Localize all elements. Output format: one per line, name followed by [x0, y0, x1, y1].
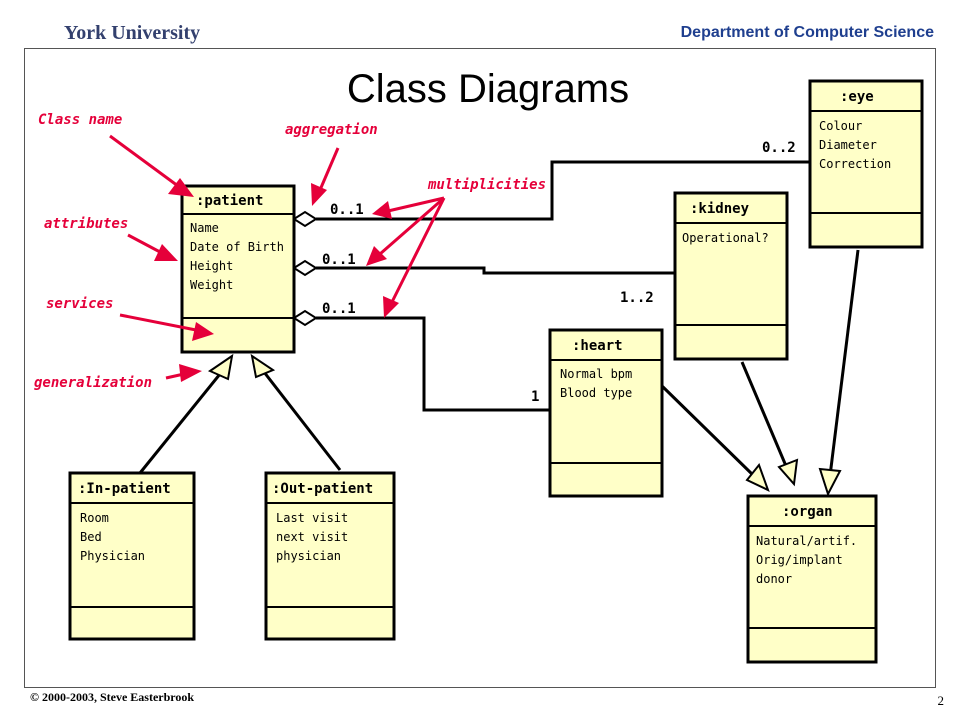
attribute: Natural/artif. [756, 534, 857, 548]
class-name: :organ [782, 504, 833, 520]
generalization-arrow-in-patient [207, 353, 234, 381]
copyright: © 2000-2003, Steve Easterbrook [30, 690, 195, 704]
multiplicity-patient-eye: 0..1 [330, 202, 364, 218]
class-name: :heart [572, 338, 623, 354]
attribute: Orig/implant [756, 553, 843, 567]
page-number: 2 [937, 693, 945, 708]
class-name: :patient [196, 193, 263, 209]
annotation-aggregation: aggregation [285, 122, 378, 138]
attribute: next visit [276, 530, 348, 544]
annotation-attributes: attributes [44, 216, 128, 232]
class-name: :kidney [690, 201, 750, 217]
class-name: :In-patient [78, 481, 171, 497]
attribute: Normal bpm [560, 367, 632, 381]
annotation-arrows [109, 134, 446, 382]
generalization-line-eye [828, 249, 860, 477]
attribute: Bed [80, 530, 102, 544]
annotation-class-name: Class name [38, 112, 122, 128]
multiplicity-patient-heart: 0..1 [322, 301, 356, 317]
attribute: Weight [190, 278, 233, 292]
annotation-multiplicities: multiplicities [427, 177, 546, 193]
generalization-line-heart [660, 384, 756, 478]
attribute: Operational? [682, 231, 769, 245]
class-organ: :organ Natural/artif. Orig/implant donor [746, 494, 878, 664]
multiplicity-kidney: 1..2 [620, 290, 654, 306]
attribute: Date of Birth [190, 240, 284, 254]
class-heart: :heart Normal bpm Blood type [548, 328, 664, 498]
department-name: Department of Computer Science [680, 24, 934, 41]
attribute: Physician [80, 549, 145, 563]
attribute: donor [756, 572, 792, 586]
slide-title: Class Diagrams [347, 67, 629, 111]
generalization-arrow-kidney [777, 458, 799, 487]
generalization-arrow-out-patient [250, 353, 276, 379]
university-name: York University [64, 22, 201, 44]
association-patient-kidney [316, 266, 674, 275]
generalization-arrow-eye [818, 467, 842, 497]
multiplicity-patient-kidney: 0..1 [322, 252, 356, 268]
class-in-patient: :In-patient Room Bed Physician [68, 471, 196, 641]
class-eye: :eye Colour Diameter Correction [808, 79, 924, 249]
class-kidney: :kidney Operational? [673, 191, 789, 361]
aggregation-diamond-eye [292, 210, 318, 228]
aggregation-diamond-kidney [292, 259, 318, 277]
aggregation-diamond-heart [292, 309, 318, 327]
multiplicity-heart: 1 [531, 389, 539, 405]
class-name: :Out-patient [272, 481, 373, 497]
generalization-line-out-patient [262, 371, 342, 471]
attribute: Colour [819, 119, 862, 133]
attribute: Height [190, 259, 233, 273]
attribute: Last visit [276, 511, 348, 525]
multiplicity-eye: 0..2 [762, 140, 796, 156]
annotation-services: services [46, 296, 113, 312]
association-patient-heart [316, 316, 550, 412]
generalization-line-in-patient [138, 373, 222, 474]
slide-frame [24, 48, 936, 688]
attribute: Correction [819, 157, 891, 171]
annotation-generalization: generalization [34, 375, 152, 391]
generalization-line-kidney [740, 361, 788, 467]
attribute: Blood type [560, 386, 632, 400]
attribute: physician [276, 549, 341, 563]
attribute: Diameter [819, 138, 877, 152]
attribute: Room [80, 511, 109, 525]
class-out-patient: :Out-patient Last visit next visit physi… [264, 471, 396, 641]
attribute: Name [190, 221, 219, 235]
class-name: :eye [840, 89, 874, 105]
generalization-arrow-heart [745, 462, 770, 492]
class-patient: :patient Name Date of Birth Height Weigh… [180, 184, 296, 354]
